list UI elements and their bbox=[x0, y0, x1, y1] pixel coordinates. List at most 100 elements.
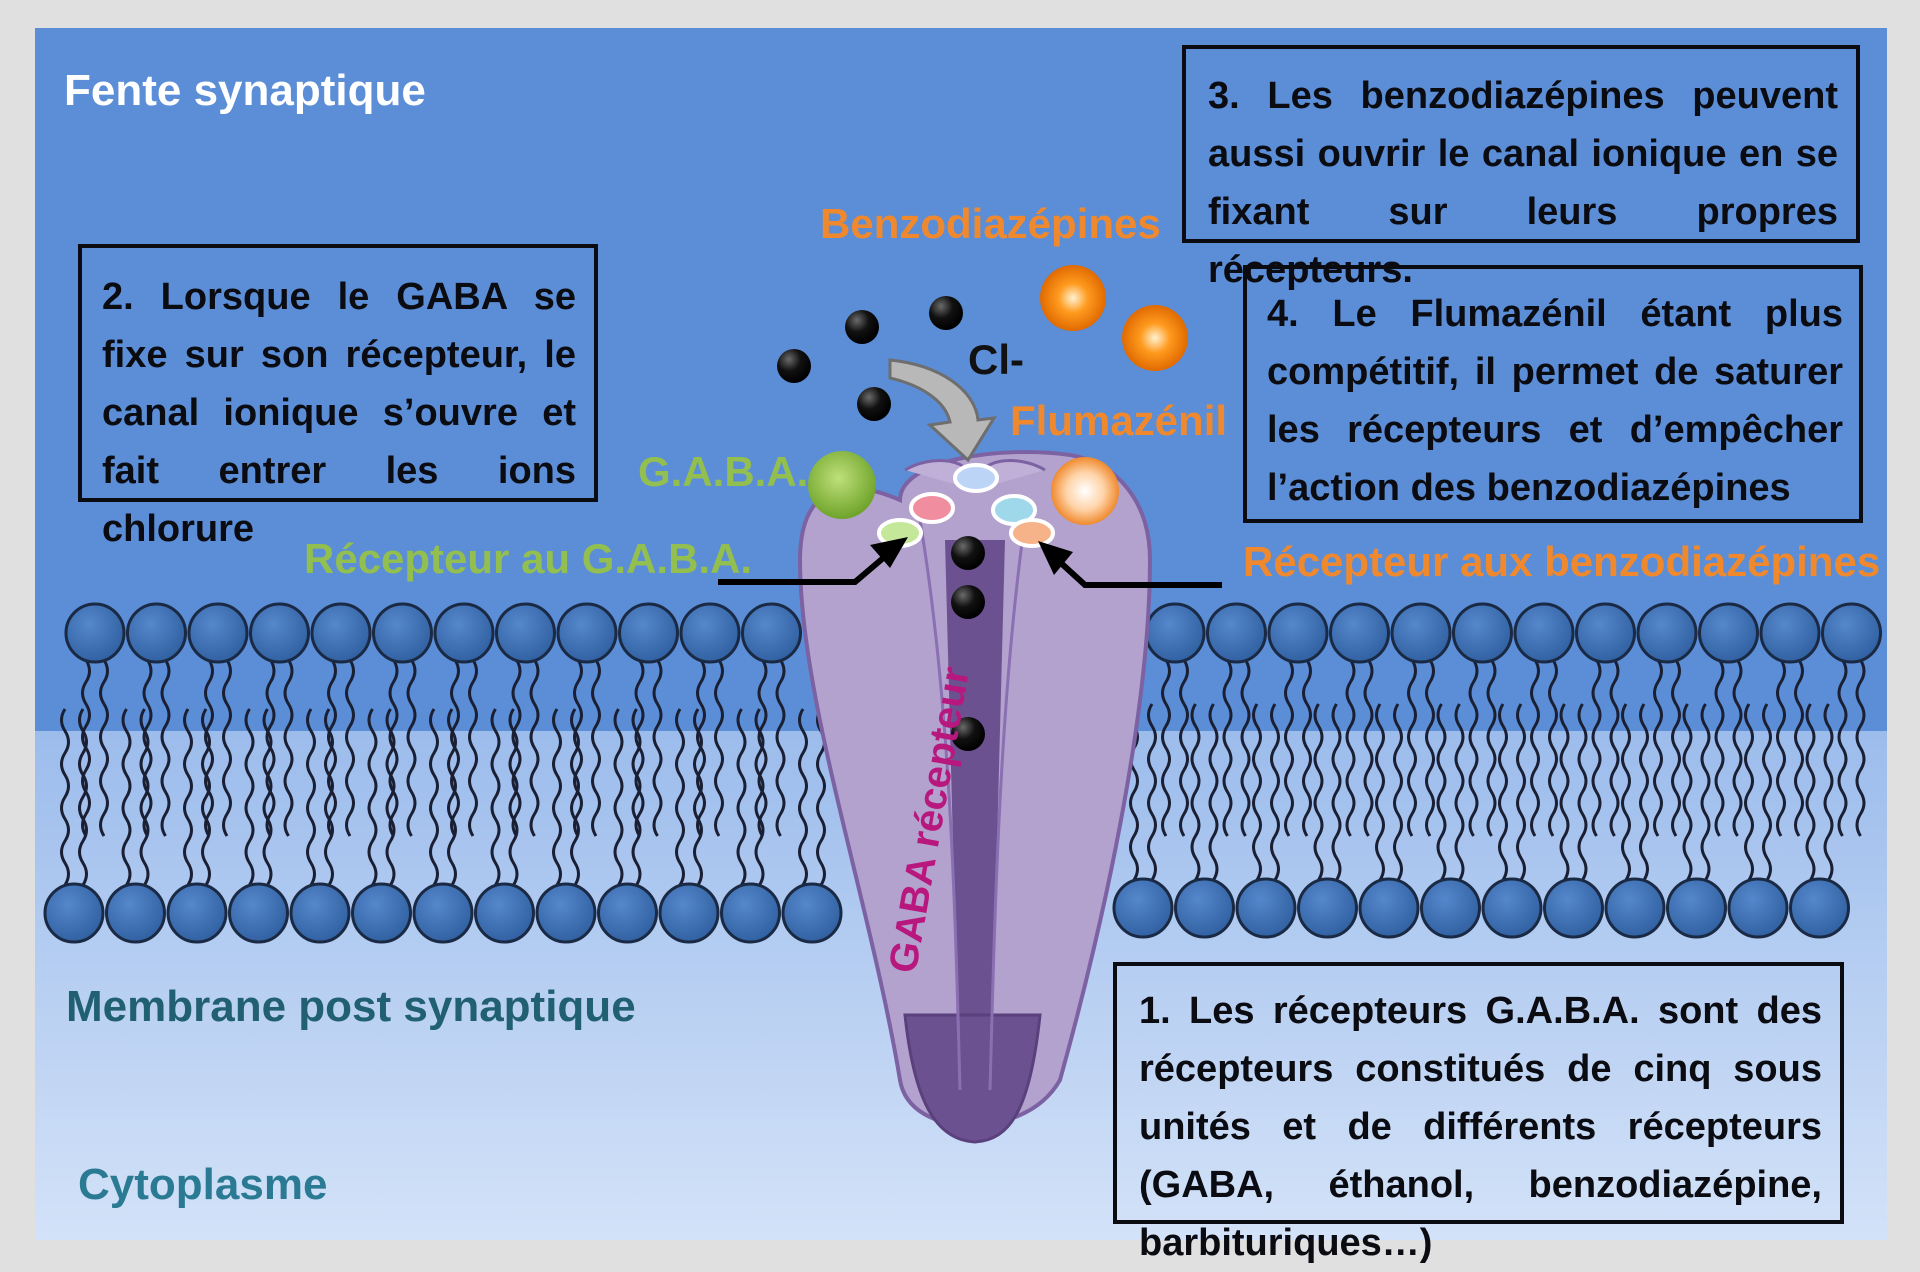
lipid-head bbox=[1821, 602, 1882, 664]
lipid-tail bbox=[99, 659, 109, 837]
lipid-head bbox=[535, 882, 597, 944]
lipid-tail bbox=[1240, 659, 1251, 837]
lipid-tail bbox=[693, 708, 703, 886]
lipid-tail bbox=[139, 708, 150, 886]
lipid-tail bbox=[201, 708, 211, 886]
lipid-tails-upper bbox=[81, 659, 1866, 837]
lipid-head bbox=[187, 602, 249, 664]
lipid-tail bbox=[406, 659, 417, 837]
lipid-tail bbox=[1252, 703, 1262, 881]
benzodiazepine-receptor-site-label: Récepteur aux benzodiazépines bbox=[1243, 538, 1881, 585]
lipid-tail bbox=[1161, 659, 1171, 837]
lipid-tail bbox=[1700, 703, 1711, 881]
lipid-tail bbox=[1591, 659, 1602, 837]
lipid-head bbox=[1112, 877, 1174, 939]
chloride-ion bbox=[951, 585, 985, 619]
subunit-site-red bbox=[909, 492, 955, 524]
chloride-ion bbox=[951, 717, 985, 751]
lipid-head bbox=[1329, 602, 1390, 664]
lipid-head bbox=[1604, 877, 1666, 939]
lipid-head bbox=[310, 602, 372, 664]
lipid-head bbox=[1390, 602, 1452, 664]
lipid-tail bbox=[1498, 703, 1508, 881]
chloride-ion bbox=[845, 310, 879, 344]
lipid-tail bbox=[283, 659, 294, 837]
lipid-tail bbox=[1270, 703, 1280, 881]
lipid-tail bbox=[1147, 703, 1157, 881]
lipid-head bbox=[1235, 877, 1297, 939]
lipid-tail bbox=[490, 708, 501, 886]
lipid-tail bbox=[1486, 659, 1497, 837]
lipid-head bbox=[781, 882, 843, 944]
lipid-tail bbox=[1559, 703, 1570, 881]
lipid-tail bbox=[1744, 703, 1754, 881]
lipid-head bbox=[1481, 877, 1543, 939]
lipid-head bbox=[249, 602, 310, 664]
lipid-tail bbox=[1375, 703, 1385, 881]
lipid-head bbox=[1452, 602, 1513, 664]
lipid-tail bbox=[1805, 703, 1816, 881]
lipid-head bbox=[372, 602, 433, 664]
lipid-head bbox=[474, 882, 535, 944]
lipid-tail bbox=[1732, 659, 1743, 837]
lipid-heads-lower bbox=[43, 877, 1850, 944]
curved-arrow-icon bbox=[888, 358, 997, 463]
benzo-site-pointer-arrow bbox=[1038, 541, 1222, 588]
note-2-box: 2. Lorsque le GABA se fixe sur son récep… bbox=[78, 244, 598, 550]
lipid-head bbox=[1420, 877, 1481, 939]
lipid-tail bbox=[675, 708, 685, 886]
subunit-site-top bbox=[953, 463, 999, 493]
lipid-tail bbox=[121, 708, 132, 886]
lipid-tail bbox=[1776, 659, 1786, 837]
cytoplasm-label: Cytoplasme bbox=[78, 1160, 328, 1209]
lipid-tail bbox=[160, 659, 171, 837]
lipid-head bbox=[433, 602, 495, 664]
lipid-tail bbox=[1284, 659, 1294, 837]
chloride-ion bbox=[929, 296, 963, 330]
lipid-tail bbox=[244, 708, 255, 886]
lipid-tail bbox=[1208, 703, 1219, 881]
note-4-box: 4. Le Flumazénil étant plus compétitif, … bbox=[1243, 265, 1863, 523]
lipid-tail bbox=[324, 708, 334, 886]
lipid-head bbox=[1543, 877, 1604, 939]
lipid-head bbox=[741, 602, 802, 664]
lipid-tail bbox=[552, 708, 562, 886]
lipid-head bbox=[1206, 602, 1267, 664]
lipid-head bbox=[1789, 877, 1850, 939]
lipid-tail bbox=[1222, 659, 1233, 837]
lipid-head bbox=[43, 882, 105, 944]
lipid-tail bbox=[1345, 659, 1356, 837]
lipid-tail bbox=[1302, 659, 1312, 837]
lipid-tail bbox=[1363, 659, 1374, 837]
flumazenil-molecule bbox=[1051, 457, 1119, 525]
lipid-tail bbox=[1577, 703, 1588, 881]
lipid-head bbox=[1358, 877, 1420, 939]
lipid-tail bbox=[1331, 703, 1342, 881]
lipid-head bbox=[166, 882, 228, 944]
lipid-head bbox=[1267, 602, 1329, 664]
lipid-tail bbox=[367, 708, 378, 886]
gaba-site-pointer-arrow bbox=[718, 537, 908, 585]
lipid-head bbox=[1727, 877, 1789, 939]
lipid-tail bbox=[1313, 703, 1324, 881]
lipid-head bbox=[1144, 602, 1206, 664]
lipid-tail bbox=[1407, 659, 1417, 837]
lipid-tail bbox=[775, 659, 786, 837]
lipid-tail bbox=[78, 708, 88, 886]
lipid-tail bbox=[447, 708, 457, 886]
lipid-tail bbox=[345, 659, 355, 837]
chloride-ions bbox=[777, 296, 985, 751]
lipid-tail bbox=[529, 659, 540, 837]
lipid-head bbox=[64, 602, 126, 664]
chloride-ion bbox=[951, 536, 985, 570]
lipid-tail bbox=[385, 708, 396, 886]
lipid-tail bbox=[306, 708, 316, 886]
lipid-head bbox=[1666, 877, 1727, 939]
lipid-tail bbox=[1671, 659, 1681, 837]
lipid-tail bbox=[1436, 703, 1447, 881]
lipid-tail bbox=[262, 708, 273, 886]
benzodiazepine-binding-site bbox=[1009, 518, 1055, 548]
lipid-tail bbox=[1548, 659, 1558, 837]
lipid-heads-upper bbox=[64, 602, 1882, 664]
